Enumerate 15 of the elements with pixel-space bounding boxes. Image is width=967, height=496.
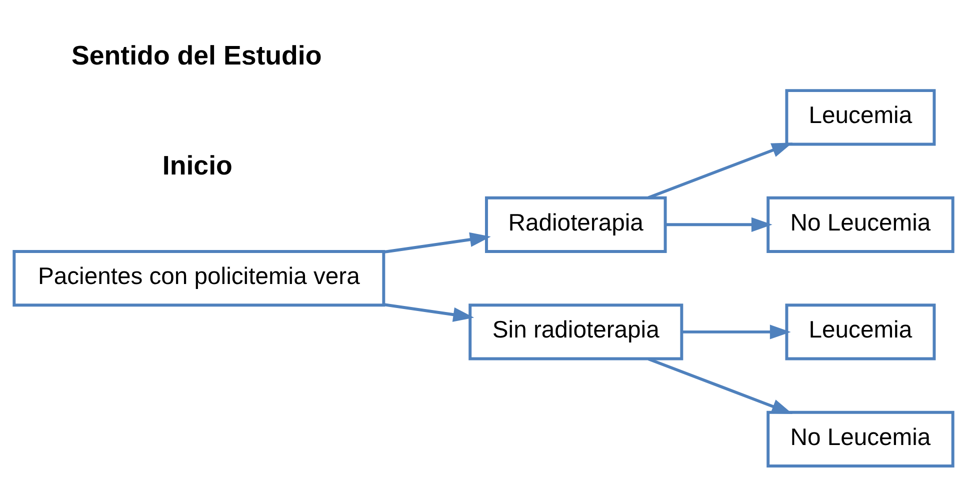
arrow (384, 232, 491, 253)
node-box: Leucemia (785, 303, 936, 360)
label: Sentido del Estudio (72, 40, 322, 70)
node-box: Radioterapia (485, 196, 667, 252)
node-box: Sin radioterapia (468, 303, 684, 360)
arrow (648, 357, 793, 414)
node-box: No Leucemia (766, 196, 954, 252)
arrow (648, 142, 793, 198)
arrow (682, 324, 791, 339)
arrow (384, 302, 474, 322)
arrow (665, 216, 772, 232)
node-box: Leucemia (785, 88, 936, 146)
node-box: No Leucemia (766, 410, 954, 468)
label: Inicio (162, 150, 232, 180)
node-box: Pacientes con policitemia vera (12, 249, 386, 306)
